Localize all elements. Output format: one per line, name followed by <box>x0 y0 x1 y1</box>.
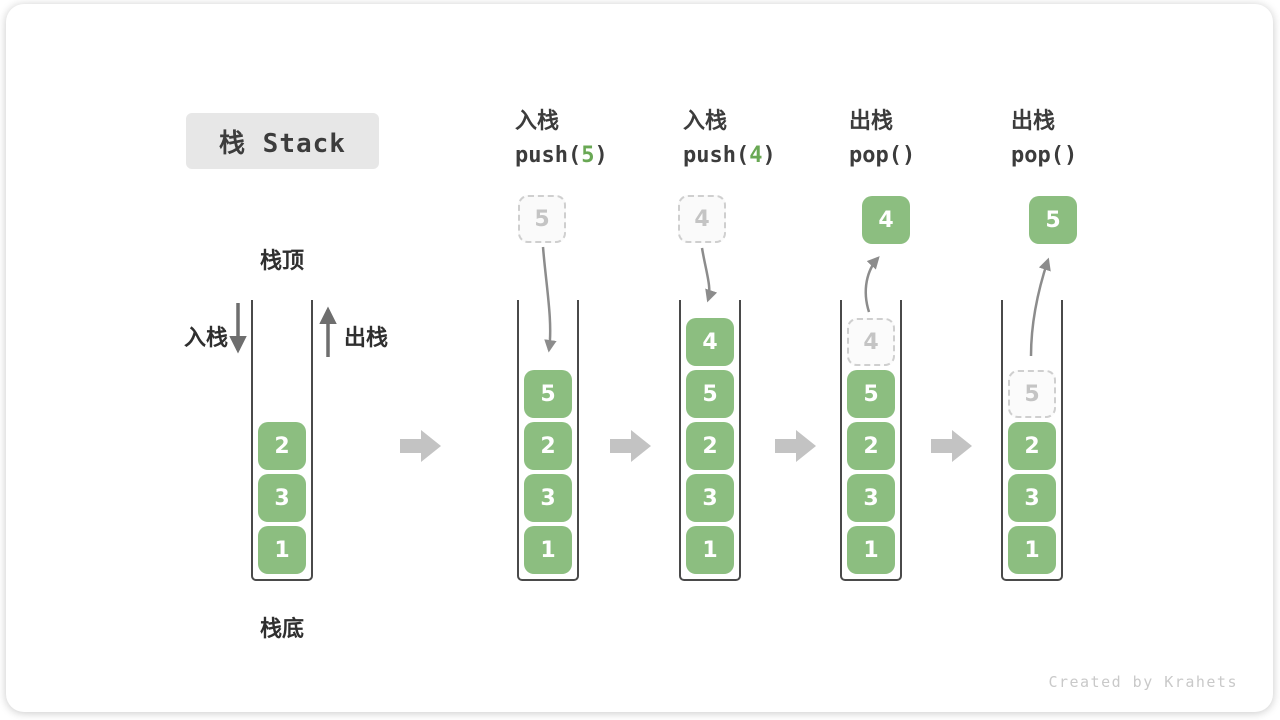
title-text: 栈 Stack <box>219 128 346 159</box>
stack-after-push-5: 5 2 3 1 <box>517 300 579 581</box>
stack-item-removed: 4 <box>847 318 895 366</box>
stack-initial: 2 3 1 <box>251 300 313 581</box>
code-post: ) <box>762 143 776 168</box>
stack-item: 3 <box>1008 474 1056 522</box>
stack-item: 5 <box>524 370 572 418</box>
stack-item: 1 <box>847 526 895 574</box>
stack-item: 3 <box>524 474 572 522</box>
stack-item: 2 <box>847 422 895 470</box>
op-code-label: pop() <box>1011 143 1077 169</box>
code-arg: 5 <box>581 143 595 168</box>
stack-item: 2 <box>524 422 572 470</box>
stack-item: 1 <box>1008 526 1056 574</box>
stack-item: 3 <box>686 474 734 522</box>
step-label-push-4: 入栈 push(4) <box>683 108 776 169</box>
stack-item: 1 <box>686 526 734 574</box>
stack-bottom-label: 栈底 <box>259 616 304 641</box>
code-post: ) <box>901 143 916 168</box>
stack-top-label: 栈顶 <box>259 248 304 273</box>
stack-item: 2 <box>686 422 734 470</box>
stack-item: 1 <box>258 526 306 574</box>
stack-after-pop-5: 5 2 3 1 <box>1001 300 1063 581</box>
incoming-value-box-5: 5 <box>518 195 566 243</box>
op-code-label: push(4) <box>683 143 776 169</box>
stack-item: 3 <box>258 474 306 522</box>
op-cn-label: 入栈 <box>683 108 728 133</box>
title-badge: 栈 Stack <box>186 113 379 169</box>
incoming-value-box-4: 4 <box>678 195 726 243</box>
stack-item: 5 <box>847 370 895 418</box>
stack-item-removed: 5 <box>1008 370 1056 418</box>
stack-item: 2 <box>1008 422 1056 470</box>
popped-value-box-5: 5 <box>1029 196 1077 244</box>
pop-direction-label: 出栈 <box>344 325 389 350</box>
op-cn-label: 出栈 <box>849 108 894 133</box>
code-pre: pop( <box>1011 143 1064 168</box>
code-arg: 4 <box>749 143 763 168</box>
popped-value-box-4: 4 <box>862 196 910 244</box>
watermark-credit: Created by Krahets <box>1048 673 1238 691</box>
push-direction-label: 入栈 <box>183 325 228 350</box>
step-label-pop-5: 出栈 pop() <box>1011 108 1077 169</box>
code-pre: pop( <box>849 143 902 168</box>
code-pre: push( <box>683 143 750 168</box>
op-cn-label: 出栈 <box>1011 108 1056 133</box>
step-label-pop-4: 出栈 pop() <box>849 108 915 169</box>
op-code-label: pop() <box>849 143 915 169</box>
step-label-push-5: 入栈 push(5) <box>515 108 608 169</box>
code-post: ) <box>594 143 608 168</box>
stack-after-push-4: 4 5 2 3 1 <box>679 300 741 581</box>
stack-item: 4 <box>686 318 734 366</box>
code-post: ) <box>1063 143 1078 168</box>
code-pre: push( <box>515 143 582 168</box>
stack-item: 1 <box>524 526 572 574</box>
diagram-card <box>6 4 1273 712</box>
stack-item: 2 <box>258 422 306 470</box>
op-code-label: push(5) <box>515 143 608 169</box>
stack-item: 3 <box>847 474 895 522</box>
stack-item: 5 <box>686 370 734 418</box>
op-cn-label: 入栈 <box>515 108 560 133</box>
stack-after-pop-4: 4 5 2 3 1 <box>840 300 902 581</box>
